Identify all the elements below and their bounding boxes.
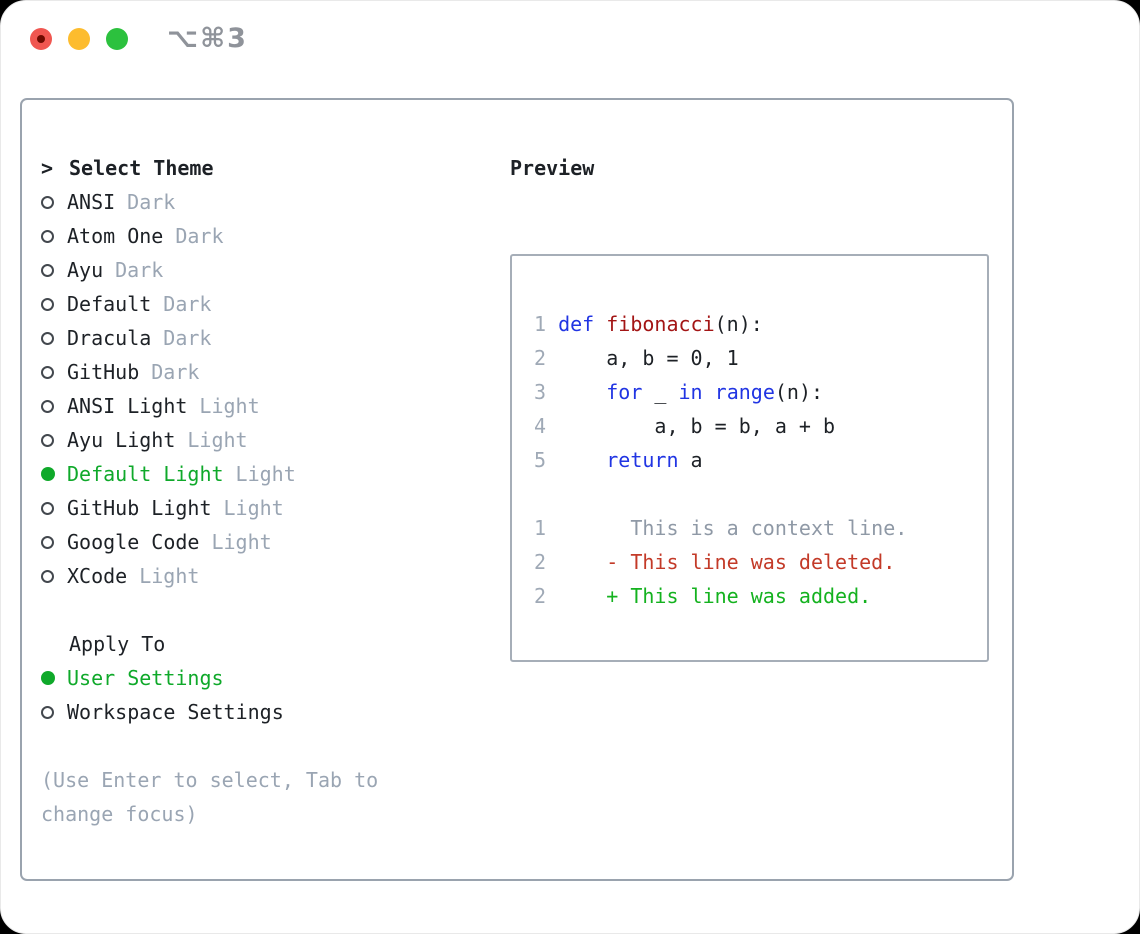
select-theme-title: Select Theme xyxy=(69,156,214,180)
theme-option-default-light[interactable]: Default Light Light xyxy=(41,457,501,491)
radio-unselected-icon xyxy=(41,399,54,413)
titlebar: ⌥⌘3 xyxy=(1,1,1139,79)
right-column: Preview 1 def fibonacci(n): 2 a, b = 0, 1… xyxy=(510,151,997,662)
diff-line: 2 + This line was added. xyxy=(534,584,872,608)
theme-variant-badge: Light xyxy=(199,394,260,418)
theme-variant-badge: Light xyxy=(211,530,272,554)
preview-box: 1 def fibonacci(n): 2 a, b = 0, 1 3 for _ … xyxy=(510,254,989,662)
radio-unselected-icon xyxy=(41,705,54,719)
preview-header: Preview xyxy=(510,156,595,180)
theme-variant-badge: Dark xyxy=(151,360,200,384)
theme-name: Default xyxy=(67,292,152,316)
theme-variant-badge: Dark xyxy=(163,292,212,316)
code-line: 3 for _ in range(n): xyxy=(534,380,824,404)
diff-line: 1 This is a context line. xyxy=(534,516,908,540)
theme-variant-badge: Dark xyxy=(163,326,212,350)
radio-unselected-icon xyxy=(41,331,54,345)
theme-option-github-light[interactable]: GitHub Light Light xyxy=(41,491,501,525)
theme-variant-badge: Dark xyxy=(115,258,164,282)
code-line: 1 def fibonacci(n): xyxy=(534,312,763,336)
apply-option-label: User Settings xyxy=(67,666,224,690)
radio-selected-icon xyxy=(41,467,55,481)
code-line: 4 a, b = b, a + b xyxy=(534,414,836,438)
theme-name: GitHub Light xyxy=(67,496,212,520)
radio-selected-icon xyxy=(41,671,55,685)
theme-variant-badge: Dark xyxy=(127,190,176,214)
theme-name: Google Code xyxy=(67,530,200,554)
select-theme-header: > Select Theme xyxy=(41,151,501,185)
apply-option-user-settings[interactable]: User Settings xyxy=(41,661,501,695)
theme-name: Atom One xyxy=(67,224,164,248)
blank-line xyxy=(534,477,987,511)
theme-name: XCode xyxy=(67,564,128,588)
theme-name: GitHub xyxy=(67,360,140,384)
theme-option-atom-one[interactable]: Atom One Dark xyxy=(41,219,501,253)
code-preview: 1 def fibonacci(n): 2 a, b = 0, 1 3 for _ … xyxy=(534,307,987,477)
apply-option-label: Workspace Settings xyxy=(67,700,284,724)
code-line: 5 return a xyxy=(534,448,703,472)
theme-option-google-code[interactable]: Google Code Light xyxy=(41,525,501,559)
theme-option-ansi-light[interactable]: ANSI Light Light xyxy=(41,389,501,423)
radio-unselected-icon xyxy=(41,501,54,515)
close-button[interactable] xyxy=(30,28,52,50)
radio-unselected-icon xyxy=(41,433,54,447)
theme-variant-badge: Light xyxy=(235,462,296,486)
cursor-caret-icon: > xyxy=(41,156,54,180)
theme-option-xcode[interactable]: XCode Light xyxy=(41,559,501,593)
maximize-button[interactable] xyxy=(106,28,128,50)
theme-name: Default Light xyxy=(67,462,224,486)
theme-name: Ayu xyxy=(67,258,104,282)
code-line: 2 a, b = 0, 1 xyxy=(534,346,739,370)
theme-name: ANSI Light xyxy=(67,394,188,418)
radio-unselected-icon xyxy=(41,535,54,549)
window-shortcut-label: ⌥⌘3 xyxy=(167,23,248,54)
diff-preview: 1 This is a context line. 2 - This line w… xyxy=(534,511,987,613)
theme-option-ansi[interactable]: ANSI Dark xyxy=(41,185,501,219)
keyboard-hint: (Use Enter to select, Tab to change focu… xyxy=(41,768,379,826)
radio-unselected-icon xyxy=(41,569,54,583)
diff-line: 2 - This line was deleted. xyxy=(534,550,896,574)
theme-name: Dracula xyxy=(67,326,152,350)
theme-option-github[interactable]: GitHub Dark xyxy=(41,355,501,389)
apply-to-header: Apply To xyxy=(69,632,166,656)
radio-unselected-icon xyxy=(41,229,54,243)
theme-variant-badge: Light xyxy=(139,564,200,588)
theme-variant-badge: Light xyxy=(223,496,284,520)
theme-variant-badge: Light xyxy=(187,428,248,452)
theme-variant-badge: Dark xyxy=(175,224,224,248)
radio-unselected-icon xyxy=(41,365,54,379)
theme-option-default[interactable]: Default Dark xyxy=(41,287,501,321)
minimize-button[interactable] xyxy=(68,28,90,50)
theme-name: Ayu Light xyxy=(67,428,176,452)
theme-name: ANSI xyxy=(67,190,116,214)
radio-unselected-icon xyxy=(41,263,54,277)
theme-option-ayu[interactable]: Ayu Dark xyxy=(41,253,501,287)
theme-option-dracula[interactable]: Dracula Dark xyxy=(41,321,501,355)
apply-option-workspace-settings[interactable]: Workspace Settings xyxy=(41,695,501,729)
radio-unselected-icon xyxy=(41,195,54,209)
theme-option-ayu-light[interactable]: Ayu Light Light xyxy=(41,423,501,457)
radio-unselected-icon xyxy=(41,297,54,311)
